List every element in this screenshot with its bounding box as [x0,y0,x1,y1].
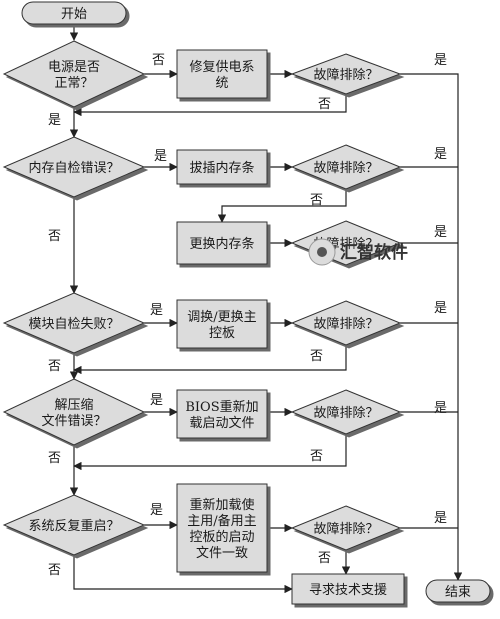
process-reload-boot-text: 主用/备用主 [187,513,256,529]
process-repair-power-box [176,49,268,99]
check-bios: 故障排除？ [290,389,402,435]
decision-decompress-text: 文件错误？ [41,414,106,429]
process-tech-support-text: 寻求技术支援 [309,583,387,598]
connectors [69,24,463,594]
edge-label: 否 [310,449,323,464]
edge-label: 是 [434,401,447,416]
label-power-no: 否 [152,53,165,68]
process-repair-power-text: 统 [215,76,228,91]
edge-label: 否 [48,359,61,374]
end-node-shape [425,579,491,603]
process-reseat-memory-text: 拔插内存条 [189,160,254,176]
process-reseat-memory-box [176,149,268,185]
process-swap-board-text: 调换/更换主 [187,310,256,325]
process-reload-bios-box [176,389,268,439]
process-reload-boot-text: 重新加载使 [189,497,254,513]
check-power-diamond [290,53,402,95]
check-board-diamond [290,300,402,346]
check-boot-diamond [290,505,402,551]
connector-line [73,434,347,471]
decision-reboot-diamond [2,494,146,556]
label-power-yes: 是 [48,113,61,128]
label-check-power-yes: 是 [434,53,447,68]
edge-label: 否 [310,193,323,208]
start-node-text: 开始 [61,7,87,22]
edge-label: 否 [318,551,331,566]
start-node: 开始 [21,1,127,25]
edge-label: 是 [150,303,163,318]
connector-line [73,345,347,375]
edge-label: 是 [434,147,447,162]
process-reload-bios-text: 载启动文件 [189,416,254,431]
process-reload-boot-box [176,483,268,573]
check-bios-text: 故障排除？ [313,406,378,421]
decision-decompress-text: 解压缩 [54,397,93,413]
decision-module-selftest-text: 模块自检失败？ [28,317,119,332]
process-replace-memory-text: 更换内存条 [189,236,254,252]
process-replace-memory-box [176,221,268,265]
decision-memory-selftest-diamond [2,136,146,198]
watermark-text: 汇智软件 [340,242,408,263]
decision-module-selftest-diamond [2,292,146,354]
connector-line [73,555,293,594]
edge-label: 是 [434,301,447,316]
label-mem-yes: 是 [154,149,167,164]
connector-line [217,189,347,223]
edge-label: 是 [150,393,163,408]
check-bios-diamond [290,389,402,435]
check-power: 故障排除？ [290,53,402,95]
check-boot: 故障排除？ [290,505,402,551]
end-node: 结束 [425,579,491,603]
label-mem-no: 否 [48,229,61,244]
label-check-power-no: 否 [318,97,331,112]
decision-reboot: 系统反复重启？ [2,494,146,556]
process-tech-support-box [291,573,405,605]
decision-reboot-text: 系统反复重启？ [28,518,119,534]
process-repair-power-text: 修复供电系 [189,60,254,75]
edge-label: 否 [48,563,61,578]
process-reload-bios-text: BIOS重新加 [185,399,258,415]
decision-power-diamond [2,40,146,108]
edge-label: 是 [434,511,447,526]
process-tech-support: 寻求技术支援 [291,573,405,605]
edge-label: 否 [48,451,61,466]
start-node-shape [21,1,127,25]
check-reseat: 故障排除？ [290,144,402,190]
check-board: 故障排除？ [290,300,402,346]
check-reseat-diamond [290,144,402,190]
process-reload-boot-text: 文件一致 [196,546,248,561]
check-board-text: 故障排除？ [313,317,378,332]
decision-memory-selftest: 内存自检错误？ [2,136,146,198]
check-reseat-text: 故障排除？ [313,161,378,176]
decision-power-text: 电源是否 [48,60,100,75]
process-replace-memory: 更换内存条 [176,221,268,265]
process-reload-boot-text: 控板的启动 [189,529,254,545]
end-node-text: 结束 [445,585,471,600]
process-swap-board-box [176,299,268,349]
decision-decompress-diamond [2,378,146,446]
edge-label: 否 [310,349,323,364]
watermark-dot-icon [317,247,327,257]
edge-label: 是 [150,503,163,518]
check-power-text: 故障排除？ [313,68,378,83]
decision-module-selftest: 模块自检失败？ [2,292,146,354]
edge-label: 是 [434,225,447,240]
watermark: 汇智软件 [308,238,408,266]
check-boot-text: 故障排除？ [313,522,378,537]
decision-power-text: 正常？ [54,76,93,91]
connector-line [73,94,347,117]
edge-to-end [400,73,463,581]
decision-memory-selftest-text: 内存自检错误？ [28,160,119,176]
process-reseat-memory: 拔插内存条 [176,149,268,185]
process-swap-board-text: 控板 [209,326,235,341]
